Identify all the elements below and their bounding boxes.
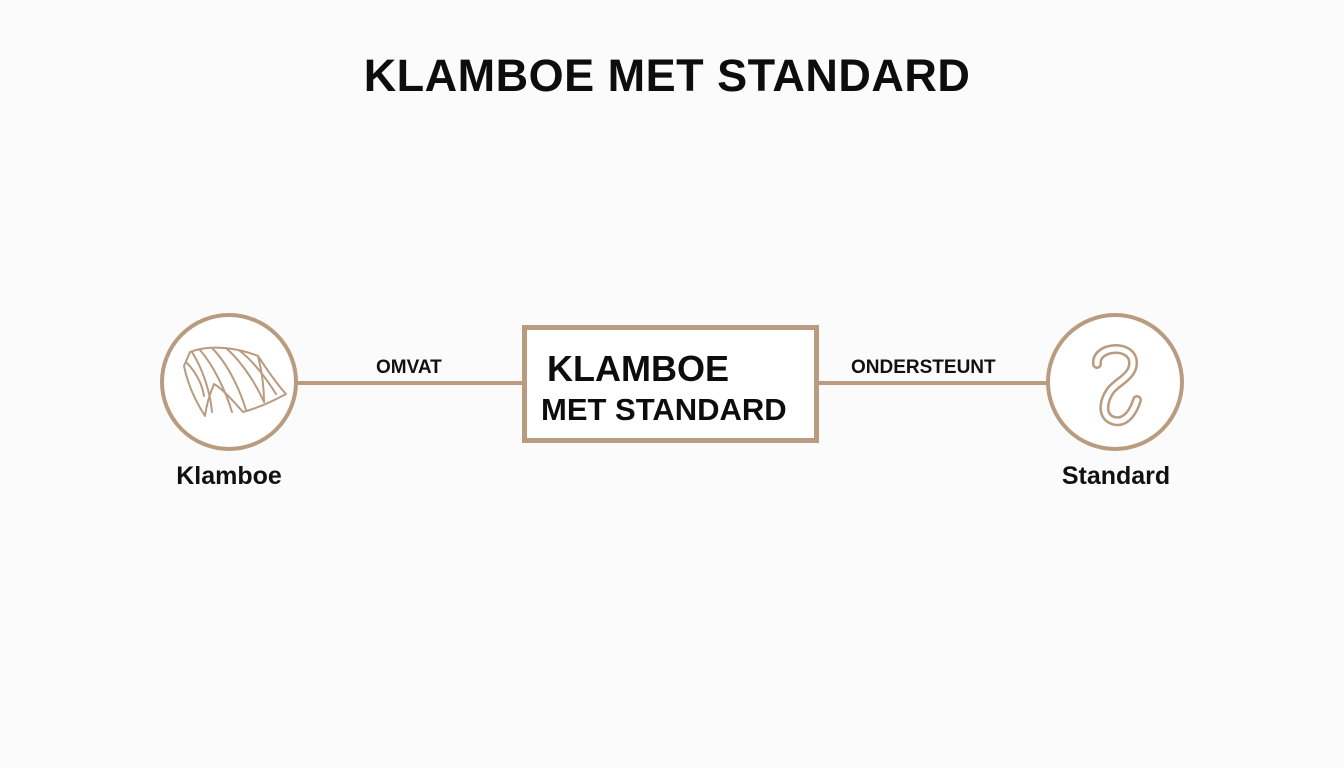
node-label-standard: Standard bbox=[1061, 462, 1171, 490]
s-hook-icon bbox=[1092, 344, 1142, 427]
page-title: KLAMBOE MET STANDARD bbox=[363, 50, 971, 101]
edge-label-ondersteunt: ONDERSTEUNT bbox=[851, 357, 996, 378]
center-node-title-line1: KLAMBOE bbox=[547, 348, 729, 389]
fabric-icon bbox=[183, 346, 287, 417]
node-circle-klamboe bbox=[160, 313, 298, 451]
node-label-klamboe: Klamboe bbox=[176, 462, 282, 490]
center-node-box: KLAMBOE MET STANDARD bbox=[522, 325, 819, 443]
center-node-title-line2: MET STANDARD bbox=[541, 392, 787, 427]
edge-label-omvat: OMVAT bbox=[376, 357, 442, 378]
